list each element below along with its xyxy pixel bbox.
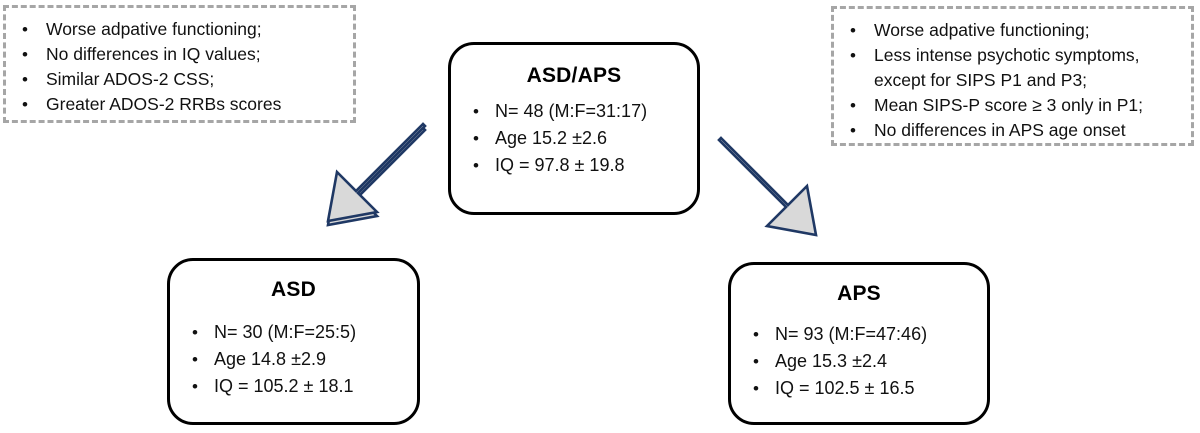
group-title: APS bbox=[837, 282, 881, 305]
bullet-icon: • bbox=[192, 323, 198, 342]
list-item-text: Worse adpative functioning; bbox=[874, 20, 1090, 40]
bullet-icon: • bbox=[473, 156, 479, 175]
list-item-text: Less intense psychotic symptoms, except … bbox=[874, 45, 1140, 90]
list-item-text: Age 15.2 ±2.6 bbox=[495, 128, 607, 148]
group-stats-list: • N= 48 (M:F=31:17) • Age 15.2 ±2.6 • IQ = … bbox=[457, 98, 691, 179]
list-item-text: No differences in APS age onset bbox=[874, 120, 1126, 140]
arrow-down-right-icon bbox=[717, 136, 818, 237]
list-item-text: Age 14.8 ±2.9 bbox=[214, 349, 326, 369]
bullet-icon: • bbox=[473, 102, 479, 121]
right-findings-note: • Worse adpative functioning; • Less inten… bbox=[831, 6, 1194, 146]
list-item: • Greater ADOS-2 RRBs scores bbox=[12, 92, 349, 117]
list-item-text: Age 15.3 ±2.4 bbox=[775, 351, 887, 371]
group-title: ASD/APS bbox=[526, 64, 622, 87]
bullet-icon: • bbox=[22, 95, 28, 114]
list-item: • IQ = 105.2 ± 18.1 bbox=[176, 373, 411, 400]
bullet-icon: • bbox=[850, 96, 856, 115]
list-item: • Age 15.2 ±2.6 bbox=[457, 125, 691, 152]
bullet-icon: • bbox=[850, 46, 856, 65]
list-item: • Age 14.8 ±2.9 bbox=[176, 346, 411, 373]
bullet-icon: • bbox=[22, 20, 28, 39]
left-findings-list: • Worse adpative functioning; • No differe… bbox=[12, 17, 349, 117]
list-item: • N= 30 (M:F=25:5) bbox=[176, 319, 411, 346]
list-item: • Mean SIPS-P score ≥ 3 only in P1; bbox=[840, 93, 1187, 118]
list-item: • No differences in APS age onset bbox=[840, 118, 1187, 143]
group-box-asd-aps: ASD/APS • N= 48 (M:F=31:17) • Age 15.2 ±2.… bbox=[448, 42, 700, 215]
list-item-text: No differences in IQ values; bbox=[46, 44, 261, 64]
group-stats-list: • N= 30 (M:F=25:5) • Age 14.8 ±2.9 • IQ = 1… bbox=[176, 319, 411, 400]
list-item: • N= 93 (M:F=47:46) bbox=[737, 321, 981, 348]
group-title: ASD bbox=[271, 278, 316, 301]
bullet-icon: • bbox=[192, 350, 198, 369]
list-item-text: N= 93 (M:F=47:46) bbox=[775, 324, 928, 344]
list-item-text: IQ = 105.2 ± 18.1 bbox=[214, 376, 354, 396]
list-item: • Worse adpative functioning; bbox=[12, 17, 349, 42]
list-item: • No differences in IQ values; bbox=[12, 42, 349, 67]
group-box-asd: ASD • N= 30 (M:F=25:5) • Age 14.8 ±2.9 • IQ… bbox=[167, 258, 420, 425]
list-item: • IQ = 97.8 ± 19.8 bbox=[457, 152, 691, 179]
list-item-text: Greater ADOS-2 RRBs scores bbox=[46, 94, 282, 114]
bullet-icon: • bbox=[22, 45, 28, 64]
bullet-icon: • bbox=[850, 121, 856, 140]
list-item: • Similar ADOS-2 CSS; bbox=[12, 67, 349, 92]
left-findings-note: • Worse adpative functioning; • No differe… bbox=[3, 5, 356, 123]
bullet-icon: • bbox=[753, 325, 759, 344]
list-item-text: N= 30 (M:F=25:5) bbox=[214, 322, 357, 342]
list-item-text: IQ = 102.5 ± 16.5 bbox=[775, 378, 915, 398]
list-item-text: Mean SIPS-P score ≥ 3 only in P1; bbox=[874, 95, 1143, 115]
list-item: • N= 48 (M:F=31:17) bbox=[457, 98, 691, 125]
list-item-text: IQ = 97.8 ± 19.8 bbox=[495, 155, 625, 175]
list-item-text: Similar ADOS-2 CSS; bbox=[46, 69, 215, 89]
group-stats-list: • N= 93 (M:F=47:46) • Age 15.3 ±2.4 • IQ = … bbox=[737, 321, 981, 402]
list-item: • IQ = 102.5 ± 16.5 bbox=[737, 375, 981, 402]
right-findings-list: • Worse adpative functioning; • Less inten… bbox=[840, 18, 1187, 143]
bullet-icon: • bbox=[473, 129, 479, 148]
bullet-icon: • bbox=[753, 379, 759, 398]
arrow-down-left-icon bbox=[326, 122, 427, 227]
bullet-icon: • bbox=[192, 377, 198, 396]
list-item: • Worse adpative functioning; bbox=[840, 18, 1187, 43]
list-item: • Less intense psychotic symptoms, except… bbox=[840, 43, 1187, 93]
group-box-aps: APS • N= 93 (M:F=47:46) • Age 15.3 ±2.4 • I… bbox=[728, 262, 990, 425]
list-item-text: Worse adpative functioning; bbox=[46, 19, 262, 39]
bullet-icon: • bbox=[850, 21, 856, 40]
bullet-icon: • bbox=[22, 70, 28, 89]
list-item-text: N= 48 (M:F=31:17) bbox=[495, 101, 648, 121]
list-item: • Age 15.3 ±2.4 bbox=[737, 348, 981, 375]
bullet-icon: • bbox=[753, 352, 759, 371]
